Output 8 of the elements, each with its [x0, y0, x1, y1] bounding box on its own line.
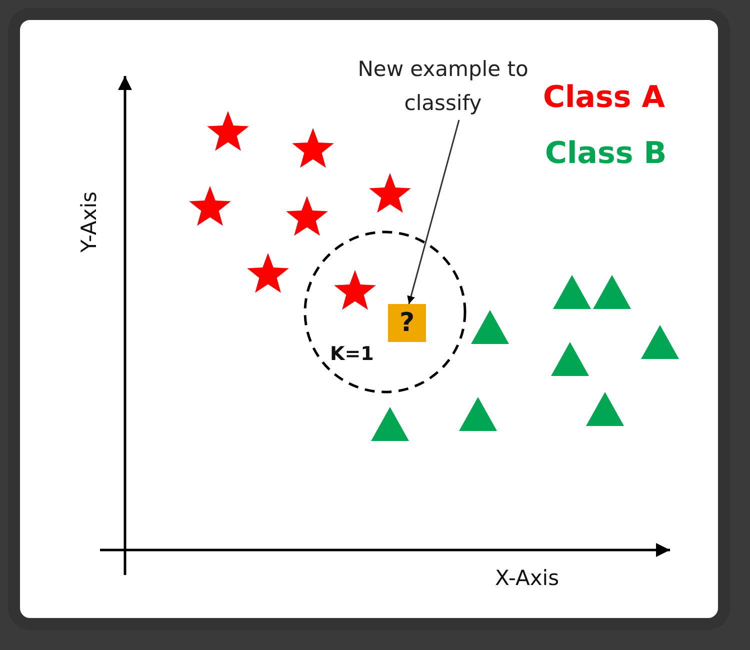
callout-text: New example to classify	[343, 52, 543, 120]
query-point: ?	[388, 304, 426, 342]
axis-label: X-Axis	[495, 566, 560, 590]
leader-line	[407, 120, 460, 304]
legend-entry: Class A	[543, 80, 665, 115]
legend-entry: Class B	[545, 136, 667, 171]
k-value-label: K=1	[330, 343, 374, 365]
axis-label: Y-Axis	[77, 190, 101, 255]
